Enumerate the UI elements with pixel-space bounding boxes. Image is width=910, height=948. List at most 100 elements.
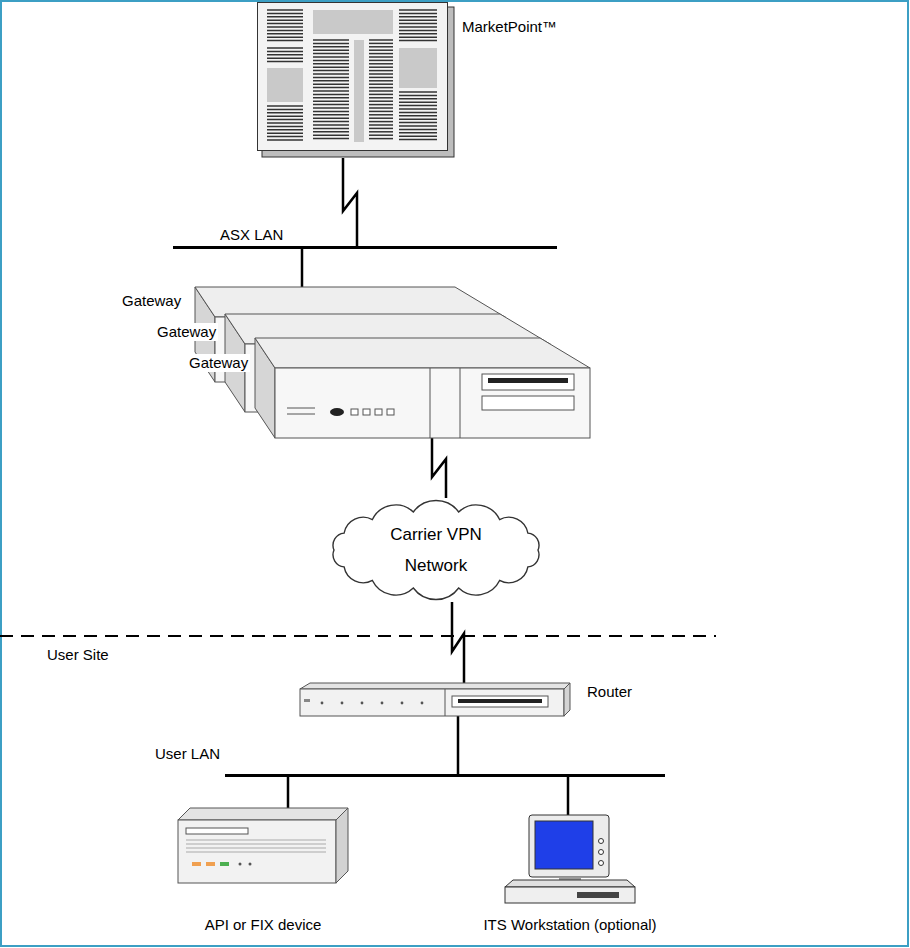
text-stripe	[369, 104, 393, 106]
badge	[304, 699, 310, 702]
text-stripe	[369, 56, 393, 58]
text-stripe	[313, 87, 349, 89]
text-stripe	[369, 83, 393, 85]
text-stripe	[369, 39, 393, 41]
text-stripe	[369, 131, 393, 133]
device-top	[255, 338, 590, 368]
text-stripe	[313, 117, 349, 119]
status-led	[206, 862, 215, 866]
text-stripe	[267, 33, 303, 35]
device-label: API or FIX device	[203, 916, 324, 934]
text-stripe	[369, 66, 393, 68]
text-stripe	[313, 111, 349, 113]
text-stripe	[399, 19, 437, 21]
router-label: Router	[585, 683, 634, 701]
text-stripe	[399, 108, 437, 110]
status-dot	[381, 702, 384, 705]
text-stripe	[313, 100, 349, 102]
status-led	[192, 862, 201, 866]
text-stripe	[399, 139, 437, 141]
gateway-label: Gateway	[155, 323, 218, 341]
front-button	[363, 409, 370, 415]
monitor-button	[599, 861, 604, 866]
text-stripe	[369, 87, 393, 89]
text-stripe	[399, 122, 437, 124]
text-stripe	[313, 70, 349, 72]
monitor-button	[599, 839, 604, 844]
text-stripe	[399, 112, 437, 114]
api-illustration	[178, 808, 348, 883]
text-stripe	[399, 118, 437, 120]
paper-page	[258, 3, 448, 151]
text-stripe	[399, 26, 437, 28]
text-stripe	[399, 105, 437, 107]
text-stripe	[369, 107, 393, 109]
power-button	[330, 408, 344, 416]
vent-line	[186, 840, 326, 841]
text-stripe	[399, 16, 437, 18]
text-stripe	[313, 131, 349, 133]
text-stripe	[399, 98, 437, 100]
wan-link	[343, 158, 357, 246]
network-label: Carrier VPN Network	[318, 498, 554, 602]
text-stripe	[267, 112, 303, 114]
lan-link	[287, 777, 290, 808]
lan-label: User LAN	[153, 745, 222, 763]
text-stripe	[369, 138, 393, 140]
text-stripe	[369, 90, 393, 92]
status-dot	[249, 863, 252, 866]
status-dot	[321, 702, 324, 705]
text-stripe	[369, 121, 393, 123]
text-stripe	[313, 134, 349, 136]
text-stripe	[267, 132, 303, 134]
gateway-device: Gateway	[255, 338, 590, 438]
lan-bus: User LAN	[225, 774, 665, 777]
network-cloud: Carrier VPN Network	[318, 498, 554, 602]
text-stripe	[369, 117, 393, 119]
lan-link	[567, 777, 570, 815]
text-stripe	[313, 73, 349, 75]
text-stripe	[267, 57, 303, 59]
text-stripe	[313, 66, 349, 68]
monitor-screen	[535, 821, 593, 869]
vent-line	[186, 844, 326, 845]
text-stripe	[399, 125, 437, 127]
base-front	[505, 887, 635, 903]
port-bay	[452, 696, 548, 707]
text-stripe	[399, 9, 437, 11]
device-top	[300, 683, 570, 689]
text-stripe	[369, 60, 393, 62]
text-stripe	[313, 80, 349, 82]
text-stripe	[267, 126, 303, 128]
text-stripe	[313, 60, 349, 62]
text-stripe	[399, 129, 437, 131]
text-stripe	[369, 111, 393, 113]
wan-link	[452, 602, 464, 683]
router-illustration	[300, 683, 570, 716]
status-led	[220, 862, 229, 866]
server-icon: MarketPoint™	[257, 2, 455, 158]
text-stripe	[313, 43, 349, 45]
device-front	[300, 689, 564, 716]
text-stripe	[313, 39, 349, 41]
device-top	[195, 287, 505, 317]
text-stripe	[369, 114, 393, 116]
system-label: MarketPoint™	[460, 18, 559, 36]
text-stripe	[313, 46, 349, 48]
text-stripe	[399, 101, 437, 103]
text-stripe	[313, 107, 349, 109]
text-stripe	[313, 104, 349, 106]
front-button	[387, 409, 394, 415]
text-stripe	[313, 138, 349, 140]
text-stripe	[369, 77, 393, 79]
text-stripe	[399, 40, 437, 42]
text-stripe	[399, 115, 437, 117]
device-front	[178, 820, 336, 883]
status-dot	[239, 863, 242, 866]
text-stripe	[369, 70, 393, 72]
text-stripe	[313, 49, 349, 51]
device-top	[178, 808, 348, 820]
drive-slot	[186, 828, 248, 834]
text-stripe	[267, 115, 303, 117]
